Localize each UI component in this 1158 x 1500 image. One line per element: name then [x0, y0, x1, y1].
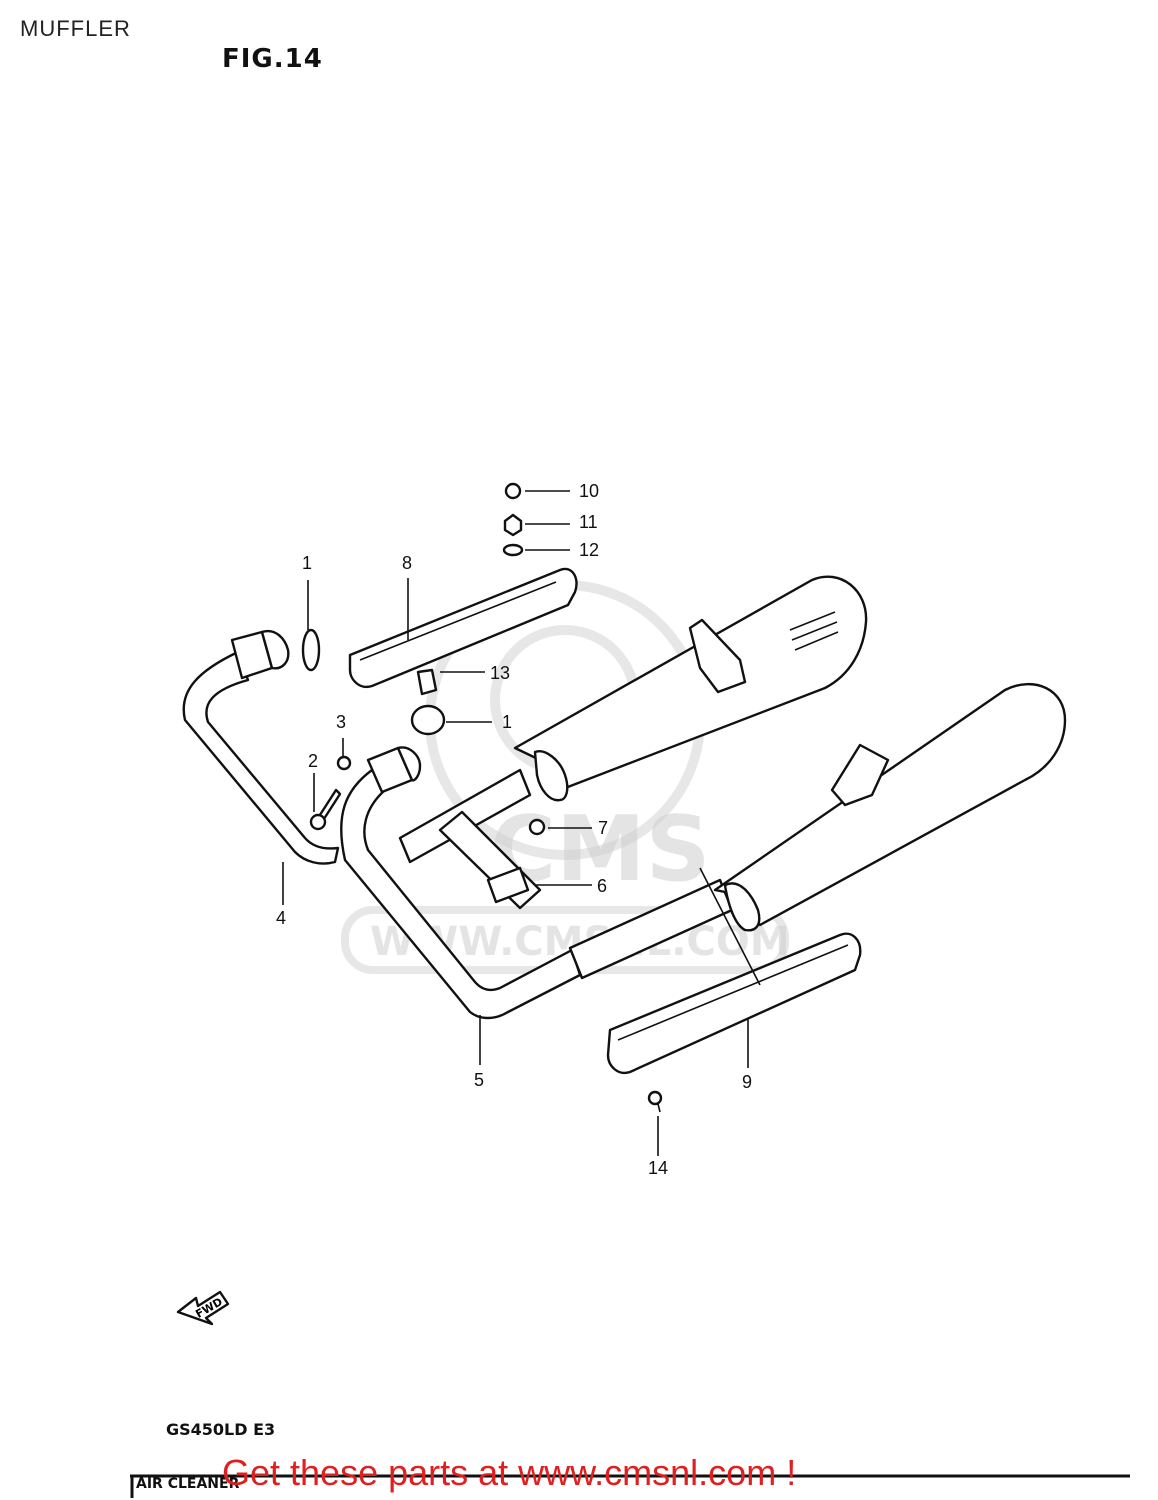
part-9-heat-shield-lower	[606, 932, 862, 1075]
callout-labels: 1 1 2 3 4 5 6 7 8 9 10 11 12 13 14	[276, 481, 752, 1178]
callout-5: 5	[474, 1070, 484, 1090]
part-3-washer	[336, 755, 352, 771]
part-8-heat-shield-upper	[348, 567, 578, 689]
leader-lines	[282, 490, 761, 1156]
model-code: GS450LD E3	[166, 1420, 276, 1439]
part-1-gasket-left	[301, 628, 321, 672]
part-5-exhaust-pipe-right	[340, 746, 582, 1020]
hardware	[301, 482, 663, 1113]
callout-10: 10	[579, 481, 599, 501]
part-12-washer	[502, 543, 524, 557]
part-6-clamp	[486, 866, 530, 904]
bottom-rule	[130, 1474, 1130, 1498]
callout-9: 9	[742, 1072, 752, 1092]
part-2-bolt-head	[309, 813, 327, 831]
next-section-label: AIR CLEANER	[136, 1476, 240, 1492]
muffler-upper	[513, 575, 868, 802]
callout-13: 13	[490, 663, 510, 683]
part-4-exhaust-pipe-left	[182, 629, 340, 865]
callout-2: 2	[308, 751, 318, 771]
callout-14: 14	[648, 1158, 668, 1178]
fwd-arrow: FWD	[176, 1290, 230, 1326]
part-10-screw	[504, 482, 522, 500]
part-11-nut	[503, 513, 523, 537]
callout-8: 8	[402, 553, 412, 573]
callout-1-top: 1	[302, 553, 312, 573]
part-1-gasket-right	[410, 704, 446, 736]
promo-link[interactable]: Get these parts at www.cmsnl.com !	[222, 1452, 797, 1493]
part-14-screw-shank	[657, 1103, 661, 1113]
callout-6: 6	[597, 876, 607, 896]
muffler-lower	[713, 682, 1067, 932]
figure-title: FIG.14	[222, 44, 323, 74]
part-13-bracket	[416, 668, 438, 696]
part-14-screw	[647, 1090, 663, 1106]
part-7-bolt	[528, 818, 546, 836]
callout-3: 3	[336, 712, 346, 732]
balance-pipe	[398, 768, 734, 980]
page-label: MUFFLER	[20, 16, 131, 41]
callout-12: 12	[579, 540, 599, 560]
callout-7: 7	[598, 818, 608, 838]
callout-4: 4	[276, 908, 286, 928]
callout-1-right: 1	[502, 712, 512, 732]
callout-11: 11	[579, 512, 598, 532]
